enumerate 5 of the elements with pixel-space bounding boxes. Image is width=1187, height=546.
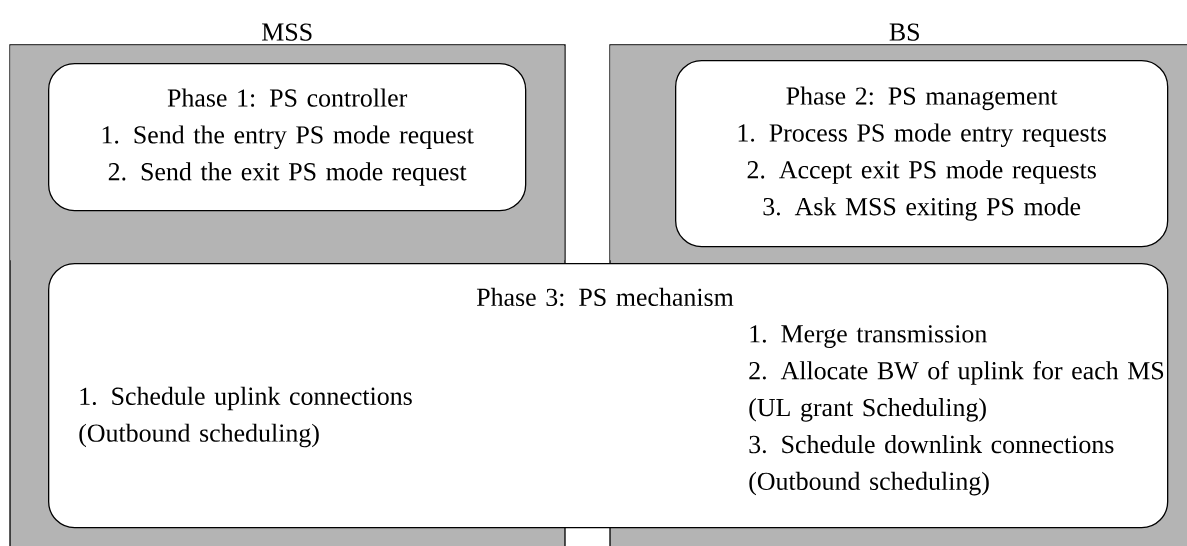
node-label: MSS: [262, 23, 312, 41]
rounded-box: Phase 3: PS mechanism 1. Schedule uplink connections (Outbound scheduling) 1. Merge transmission 2. Allocate BW of uplink for each MS (UL grant Scheduling) 3. Schedule downlink connections (Outbound scheduling): [48, 263, 1169, 529]
node-label: BS: [889, 23, 919, 41]
rounded-box: Phase 2: PS management 1. Process PS mode entry requests 2. Accept exit PS mode requests 3. Ask MSS exiting PS mode: [675, 60, 1169, 248]
rounded-box: Phase 1: PS controller 1. Send the entry PS mode request 2. Send the exit PS mode request: [48, 63, 527, 212]
